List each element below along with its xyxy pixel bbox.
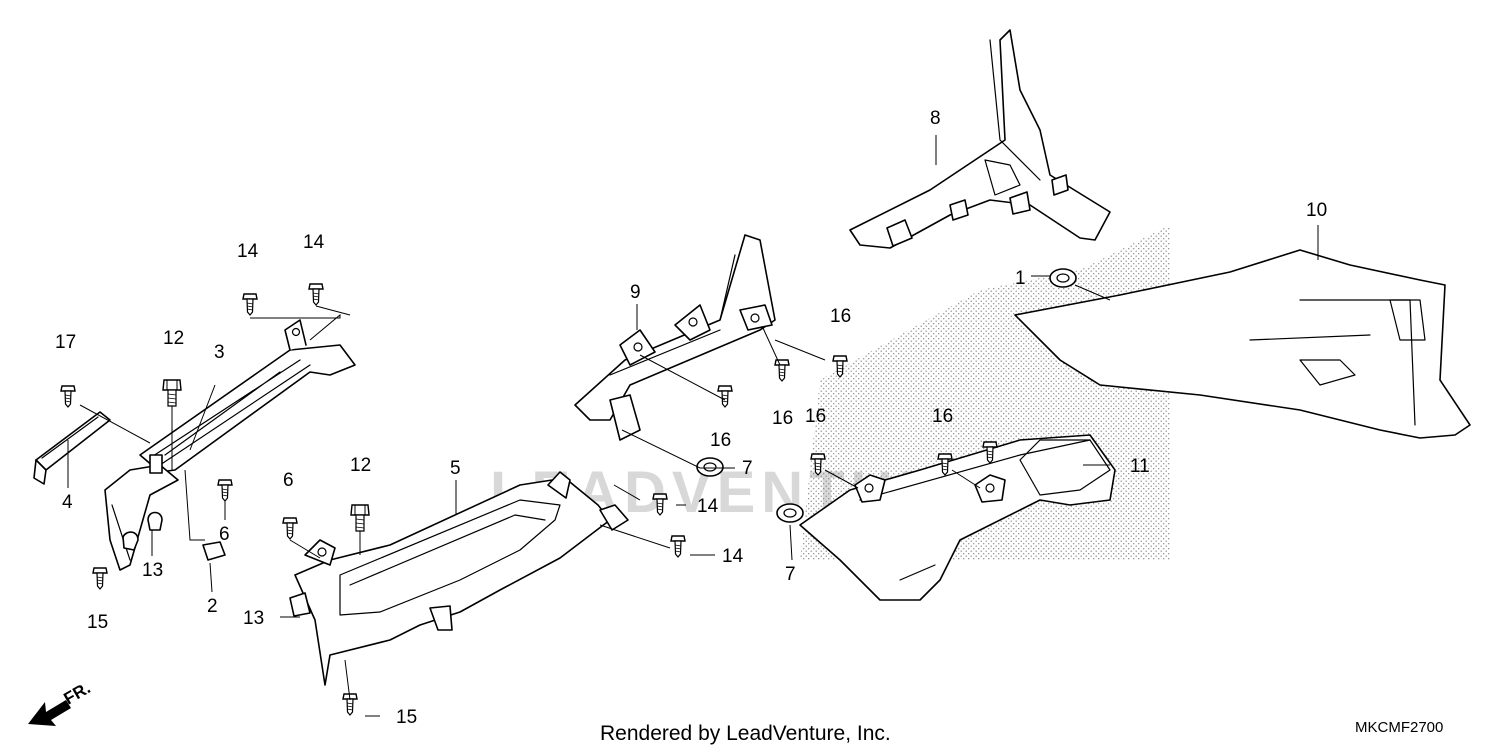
screw-14-b-icon [308, 283, 324, 306]
callout-14-d: 14 [722, 546, 744, 567]
grommet-7-a-icon [696, 457, 724, 477]
callout-4: 4 [62, 492, 73, 513]
callout-3: 3 [214, 342, 225, 363]
callout-14-b: 14 [303, 232, 325, 253]
render-credit: Rendered by LeadVenture, Inc. [600, 722, 891, 745]
callout-5: 5 [450, 458, 461, 479]
callout-16-b: 16 [772, 408, 793, 429]
part-8-upper-cover[interactable] [849, 29, 1111, 249]
screw-14-d-icon [670, 535, 686, 558]
screw-15-a-icon [92, 567, 108, 590]
callout-9: 9 [630, 282, 641, 303]
callout-7-a: 7 [742, 458, 753, 479]
diagram-code: MKCMF2700 [1355, 719, 1443, 736]
part-3-long-bracket[interactable] [104, 319, 356, 571]
part-5-side-panel[interactable] [294, 471, 629, 686]
screw-16-a-icon [717, 385, 733, 408]
bolt-12-b-icon [350, 504, 370, 532]
callout-12-a: 12 [163, 328, 184, 349]
screw-17-icon [60, 385, 76, 408]
part-9-inner-bracket[interactable] [574, 234, 776, 441]
grommet-7-b-icon [776, 503, 804, 523]
part-4-trim-strip[interactable] [33, 411, 111, 485]
fasteners [60, 268, 1077, 716]
screw-6-a-icon [217, 479, 233, 502]
grommet-1-icon [1049, 268, 1077, 288]
screw-14-a-icon [242, 293, 258, 316]
leader-lines [67, 135, 1319, 717]
callout-16-e: 16 [932, 406, 953, 427]
callout-labels: 1 2 3 4 5 6 6 7 7 8 9 10 11 12 12 13 13 … [55, 108, 1327, 728]
callout-6-a: 6 [219, 524, 230, 545]
callout-15-b: 15 [396, 707, 417, 728]
callout-12-b: 12 [350, 455, 371, 476]
bolt-12-a-icon [162, 379, 182, 407]
callout-16-d: 16 [805, 406, 826, 427]
callout-6-b: 6 [283, 470, 294, 491]
screw-16-b-icon [774, 359, 790, 382]
callout-2: 2 [207, 596, 218, 617]
callout-1: 1 [1015, 268, 1026, 289]
screw-6-b-icon [282, 517, 298, 540]
part-10-rear-side-cover[interactable] [1014, 249, 1471, 439]
callout-16-a: 16 [710, 430, 731, 451]
callout-8: 8 [930, 108, 941, 129]
callout-16-c: 16 [830, 306, 851, 327]
callout-14-a: 14 [237, 241, 259, 262]
part-11-lower-cover[interactable] [799, 434, 1116, 601]
callout-14-c: 14 [697, 496, 719, 517]
callout-15-a: 15 [87, 612, 108, 633]
callout-13-b: 13 [243, 608, 264, 629]
callout-13-a: 13 [142, 560, 163, 581]
callout-17: 17 [55, 332, 76, 353]
callout-11: 11 [1130, 456, 1150, 477]
front-direction-indicator: FR. [28, 678, 94, 726]
callout-7-b: 7 [785, 564, 796, 585]
front-arrow-icon [28, 700, 71, 726]
callout-10: 10 [1306, 200, 1327, 221]
